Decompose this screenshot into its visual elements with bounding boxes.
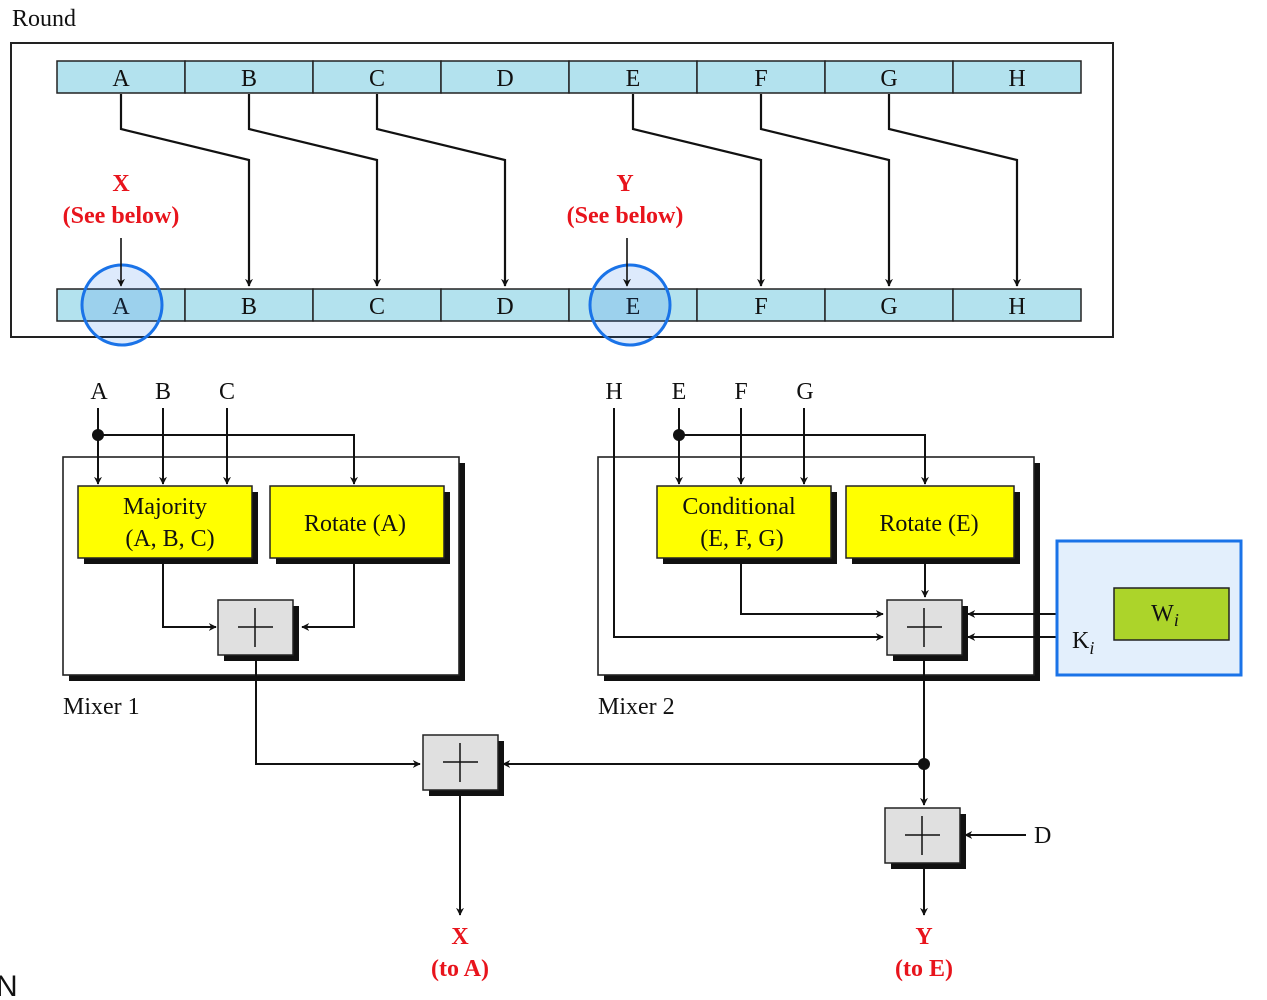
- junction-dot: [673, 429, 685, 441]
- junction-dot: [918, 758, 930, 770]
- arrow-g-to-h: [887, 94, 1021, 287]
- mixer2-adder: [886, 599, 968, 661]
- top-register-label: E: [626, 66, 641, 92]
- w-box: [1113, 587, 1230, 641]
- mixer-1: Mixer 1 A B C Majority (A, B, C) Rotate …: [62, 379, 465, 720]
- arrow-c-to-d: [375, 94, 509, 287]
- junction-dot: [92, 429, 104, 441]
- mixer2-input-e: E: [672, 379, 687, 405]
- x-note: (See below): [63, 203, 180, 229]
- mixer1-input-c: C: [219, 379, 235, 405]
- bottom-register-row: A B C D E F G H: [56, 288, 1082, 322]
- y-note: (See below): [567, 203, 684, 229]
- top-register-label: C: [369, 66, 385, 92]
- majority-line1: Majority: [123, 494, 207, 520]
- corner-glyph: N: [0, 970, 18, 1000]
- bottom-register-label: C: [369, 294, 385, 320]
- arrow-b-to-c: [247, 94, 381, 287]
- mixer2-label: Mixer 2: [598, 694, 675, 720]
- rotate-a-label: Rotate (A): [304, 511, 406, 537]
- word-constant-box: Wi Ki: [1055, 539, 1243, 677]
- conditional-line2: (E, F, G): [700, 526, 783, 552]
- bottom-register-a: A: [56, 288, 186, 322]
- top-register-g: G: [824, 60, 954, 94]
- top-register-c: C: [312, 60, 442, 94]
- top-register-label: B: [241, 66, 257, 92]
- k-label: Ki: [1072, 628, 1094, 658]
- top-register-row: A B C D E F G H: [56, 60, 1082, 94]
- top-register-label: H: [1008, 66, 1025, 92]
- arrow-a-to-b: [119, 94, 253, 287]
- rotate-e-box: [845, 485, 1015, 559]
- x-label: X: [112, 171, 130, 197]
- top-register-a: A: [56, 60, 186, 94]
- bottom-register-d: D: [440, 288, 570, 322]
- bottom-register-h: H: [952, 288, 1082, 322]
- top-register-label: D: [496, 66, 513, 92]
- bottom-register-b: B: [184, 288, 314, 322]
- x-output-note: (to A): [431, 956, 489, 982]
- arrow-f-to-g: [759, 94, 893, 287]
- y-label: Y: [616, 171, 633, 197]
- arrow-e-to-f: [631, 94, 765, 287]
- combination-lines: [255, 661, 1026, 916]
- rotate-e-label: Rotate (E): [879, 511, 978, 537]
- rotate-a-box: [269, 485, 445, 559]
- final-adder-x: [422, 734, 504, 796]
- bottom-register-label: F: [754, 294, 767, 320]
- bottom-register-c: C: [312, 288, 442, 322]
- mixer1-label: Mixer 1: [63, 694, 140, 720]
- bottom-register-label: A: [112, 294, 130, 320]
- bottom-register-label: G: [880, 294, 897, 320]
- conditional-line1: Conditional: [682, 494, 796, 520]
- mixer-2: Mixer 2 H E F G Conditional (E, F, G) Ro…: [597, 379, 1114, 720]
- bottom-register-label: H: [1008, 294, 1025, 320]
- top-register-label: G: [880, 66, 897, 92]
- w-label: Wi: [1151, 601, 1179, 630]
- round-title: Round: [12, 6, 76, 32]
- bottom-register-f: F: [696, 288, 826, 322]
- majority-box: [77, 485, 253, 559]
- highlight-circle-e: [588, 263, 672, 347]
- mixer1-adder: [217, 599, 299, 661]
- top-register-e: E: [568, 60, 698, 94]
- mixer2-input-g: G: [796, 379, 813, 405]
- top-register-h: H: [952, 60, 1082, 94]
- top-register-d: D: [440, 60, 570, 94]
- highlight-circle-a: [80, 263, 164, 347]
- bottom-register-label: B: [241, 294, 257, 320]
- conditional-box: [656, 485, 832, 559]
- x-output-label: X: [451, 924, 469, 950]
- mixer1-input-a: A: [90, 379, 108, 405]
- d-input-label: D: [1034, 823, 1051, 849]
- majority-line2: (A, B, C): [125, 526, 214, 552]
- top-register-label: A: [112, 66, 130, 92]
- final-adder-y: [884, 807, 966, 869]
- top-register-label: F: [754, 66, 767, 92]
- top-register-b: B: [184, 60, 314, 94]
- shift-arrows: [117, 94, 1021, 287]
- y-output-label: Y: [915, 924, 932, 950]
- mixer1-input-b: B: [155, 379, 171, 405]
- top-register-f: F: [696, 60, 826, 94]
- bottom-register-g: G: [824, 288, 954, 322]
- bottom-register-label: D: [496, 294, 513, 320]
- mixer2-input-h: H: [605, 379, 622, 405]
- bottom-register-label: E: [626, 294, 641, 320]
- mixer2-input-f: F: [734, 379, 747, 405]
- y-output-note: (to E): [895, 956, 953, 982]
